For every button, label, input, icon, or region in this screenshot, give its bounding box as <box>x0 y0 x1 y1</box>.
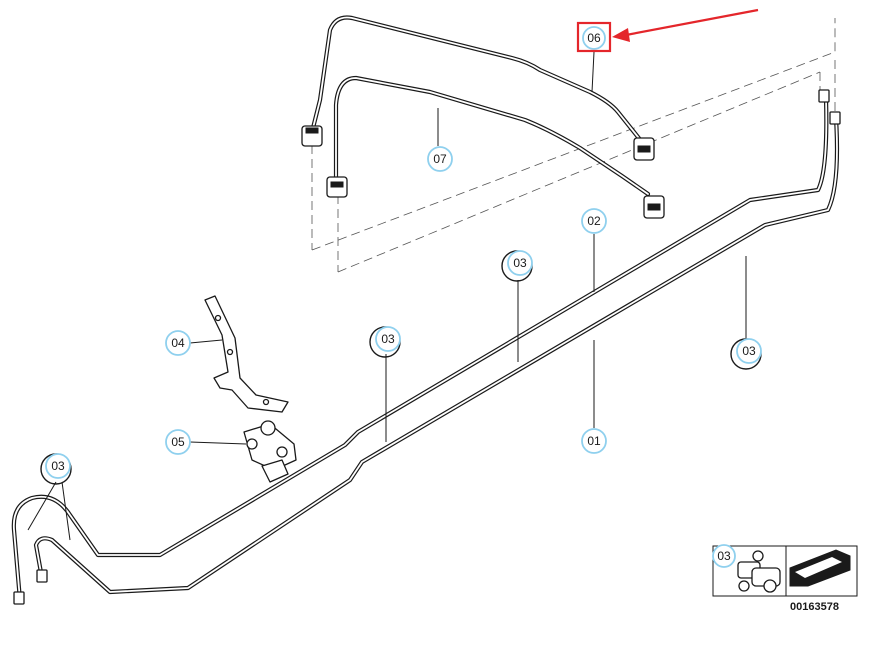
inset-clip-part <box>737 550 781 593</box>
hose-07-connector-right <box>643 195 665 219</box>
hose-06-connector-left <box>301 125 323 147</box>
pipe-end-cap-top <box>818 89 830 103</box>
callout-04: 04 <box>165 330 191 356</box>
svg-text:03: 03 <box>513 256 527 270</box>
callout-03-a: 03 <box>501 250 533 282</box>
callout-06: 06 <box>582 26 606 50</box>
svg-text:05: 05 <box>171 435 185 449</box>
callout-05: 05 <box>165 429 191 455</box>
svg-text:01: 01 <box>587 434 601 448</box>
assembly-dashed-lines <box>311 18 836 273</box>
detail-inset <box>712 545 858 597</box>
pipe-end-cap-right <box>829 111 841 125</box>
svg-text:03: 03 <box>381 332 395 346</box>
highlight-box <box>576 21 612 53</box>
callout-02: 02 <box>581 208 607 234</box>
hose-07-connector-left <box>326 176 348 198</box>
callout-03-e: 03 <box>712 544 736 568</box>
bracket-04 <box>204 295 289 413</box>
svg-text:03: 03 <box>51 459 65 473</box>
fuel-hose-06 <box>301 15 655 161</box>
callout-03-b: 03 <box>369 326 401 358</box>
fuel-line-pair <box>11 89 841 605</box>
svg-text:03: 03 <box>742 344 756 358</box>
svg-text:07: 07 <box>433 152 447 166</box>
pipe-end-cap-left <box>13 591 25 605</box>
svg-text:06: 06 <box>587 31 601 45</box>
svg-text:04: 04 <box>171 336 185 350</box>
pipe-end-cap-lower <box>36 569 48 583</box>
hose-06-connector-right <box>633 137 655 161</box>
svg-text:02: 02 <box>587 214 601 228</box>
fuel-hose-07 <box>326 75 665 219</box>
leader-lines <box>27 51 747 541</box>
callout-03-c: 03 <box>730 338 762 370</box>
inset-arrow-icon <box>789 549 851 587</box>
callout-03-d: 03 <box>40 453 72 485</box>
highlight-arrow <box>612 8 759 42</box>
callout-07: 07 <box>427 146 453 172</box>
diagram-number: 00163578 <box>790 601 839 613</box>
svg-text:03: 03 <box>717 549 731 563</box>
callout-01: 01 <box>581 428 607 454</box>
pipe-clip-05 <box>243 420 297 483</box>
